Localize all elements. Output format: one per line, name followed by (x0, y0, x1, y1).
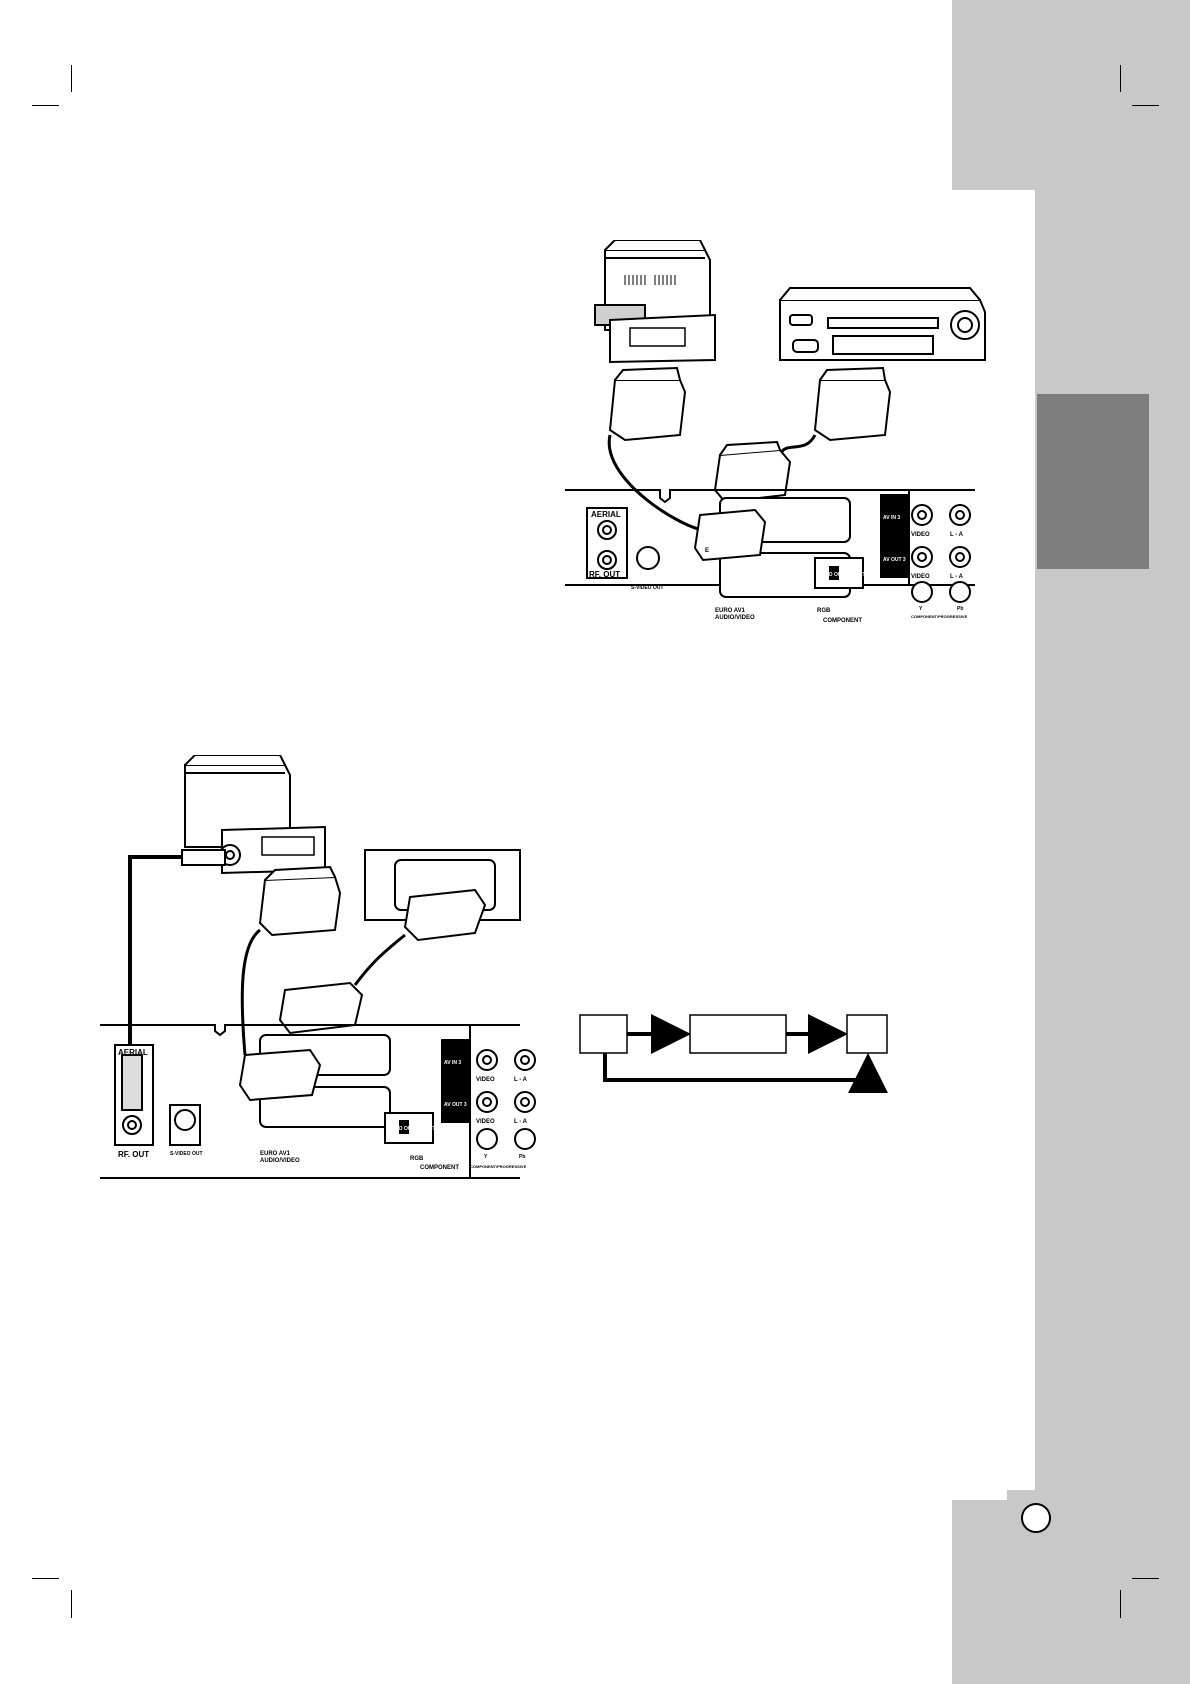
euro-av1-label: EURO AV1 (715, 608, 746, 614)
component-label: COMPONENT (823, 618, 862, 624)
scart-plug-vcr (813, 366, 892, 442)
s-video-jack (636, 546, 660, 570)
crop-mark-bl-v (71, 1590, 72, 1618)
av-out-3-label-bg (441, 1081, 471, 1123)
scart-plug-center (713, 440, 792, 504)
video-out-select-label: VIDEO OUT SELECT (817, 572, 866, 578)
crop-mark-br-h (1132, 1578, 1159, 1579)
connection-diagram-tv-aerial: AERIAL RF. OUT S-VIDEO OUT EURO AV1 AUDI… (100, 755, 536, 1179)
signal-flow-diagram (579, 1014, 888, 1093)
la-out-label: L - A (950, 574, 964, 580)
scart-plug-tv (608, 366, 687, 442)
scart-plug-lower (238, 1048, 322, 1102)
flow-box-left (579, 1014, 628, 1054)
video-out-label: VIDEO (911, 574, 930, 580)
component-label: COMPONENT (420, 1165, 459, 1171)
tv-illustration (184, 755, 326, 875)
euro-av1-label: EURO AV1 (260, 1151, 291, 1157)
y-label: Y (919, 606, 923, 612)
crop-mark-bl-h (32, 1578, 59, 1579)
av-in-3-label: AV IN 3 (444, 1060, 461, 1066)
tv-illustration (594, 240, 716, 364)
y-label: Y (484, 1154, 488, 1160)
rgb-label: RGB (817, 608, 831, 614)
video-out-label: VIDEO (476, 1119, 495, 1125)
sidebar-band (1035, 190, 1190, 1500)
crop-mark-tr-v (1120, 65, 1121, 92)
page-number-circle (1021, 1503, 1051, 1533)
vcr-illustration (779, 287, 986, 361)
euro-partial-label: E (705, 548, 709, 554)
flow-arrow-bypass (603, 1053, 888, 1093)
flow-box-middle (689, 1014, 787, 1054)
la-out-label: L - A (514, 1119, 528, 1125)
la-in-label: L - A (514, 1077, 528, 1083)
crop-mark-br-v (1120, 1590, 1121, 1618)
av-out-3-label: AV OUT 3 (883, 557, 906, 563)
pb-label: Pb (519, 1154, 525, 1160)
video-out-select-label: VIDEO OUT SELECT (387, 1126, 436, 1132)
connection-diagram-tv-vcr: AERIAL RF. OUT S-VIDEO OUT E EURO AV1 AU… (565, 240, 986, 624)
sidebar-bottom-band (952, 1500, 1190, 1684)
av-in-3-label-bg (880, 494, 910, 536)
la-in-label: L - A (950, 532, 964, 538)
video-in-label: VIDEO (476, 1077, 495, 1083)
euro-av1-sub-label: AUDIO/VIDEO (260, 1158, 300, 1164)
section-tab (1037, 394, 1149, 569)
s-video-out-label: S-VIDEO OUT (631, 585, 664, 591)
sidebar-top-band (952, 0, 1190, 190)
component-progressive-label: COMPONENT/PROGRESSIVE (911, 614, 968, 619)
flow-box-right (846, 1014, 888, 1054)
av-in-3-label: AV IN 3 (883, 515, 900, 521)
video-in-label: VIDEO (911, 532, 930, 538)
rgb-label: RGB (410, 1156, 424, 1162)
pb-label: Pb (957, 606, 963, 612)
scart-plug-external (403, 888, 487, 942)
crop-mark-tl-h (32, 105, 59, 106)
scart-plug-lower (693, 508, 767, 562)
s-video-out-label: S-VIDEO OUT (170, 1151, 203, 1157)
crop-mark-tl-v (71, 65, 72, 92)
scart-plug-tv (258, 865, 342, 937)
s-video-jack (174, 1109, 196, 1131)
av-out-3-label: AV OUT 3 (444, 1102, 467, 1108)
euro-av1-sub-label: AUDIO/VIDEO (715, 615, 755, 621)
aerial-label: AERIAL (591, 510, 621, 519)
rf-out-label: RF. OUT (118, 1150, 149, 1159)
av-out-3-label-bg (880, 536, 910, 578)
sidebar-notch (1007, 1490, 1035, 1500)
rf-out-label: RF. OUT (589, 570, 620, 579)
component-progressive-label: COMPONENT/PROGRESSIVE (470, 1164, 527, 1169)
aerial-label: AERIAL (118, 1048, 148, 1057)
crop-mark-tr-h (1132, 105, 1159, 106)
